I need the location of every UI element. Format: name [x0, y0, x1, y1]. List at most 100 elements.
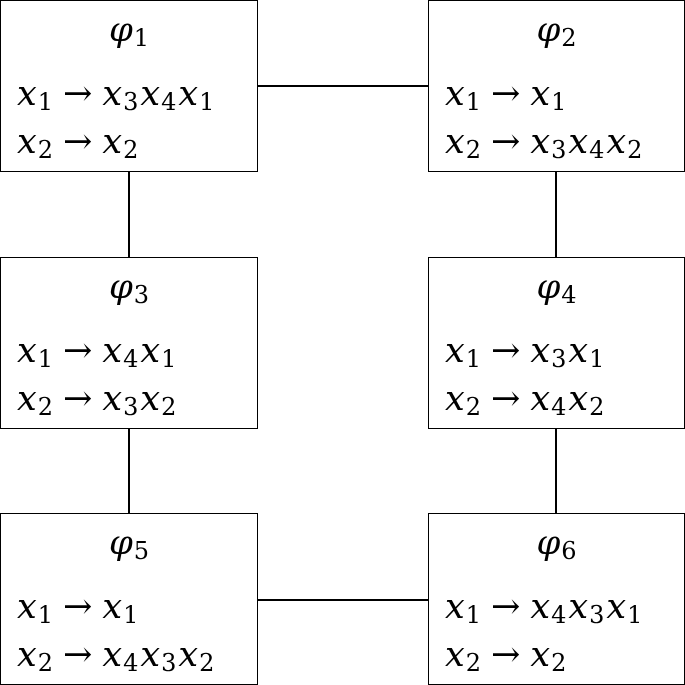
variable-subscript: 2 [465, 393, 482, 422]
variable-letter: x [530, 122, 551, 162]
variable-subscript: 1 [551, 88, 567, 117]
variable: x1 [568, 331, 606, 374]
arrow-icon: → [491, 587, 521, 627]
edge-phi2-phi4 [555, 171, 557, 258]
variable: x1 [445, 74, 483, 115]
variable: x2 [606, 122, 644, 163]
variable-letter: x [445, 587, 465, 627]
variable-subscript: 1 [123, 601, 139, 630]
variable-letter: x [445, 635, 465, 675]
node-title: φ3 [1, 270, 257, 307]
variable-letter: x [140, 331, 161, 371]
variable: x2 [102, 122, 140, 165]
variable: x1 [606, 587, 644, 628]
variable-letter: x [17, 635, 37, 675]
variable-subscript: 1 [37, 345, 54, 374]
node-title: φ1 [1, 13, 257, 50]
arrow-icon: → [63, 122, 93, 162]
variable: x2 [445, 122, 483, 165]
variable-letter: x [102, 635, 123, 675]
arrow-icon: → [491, 635, 521, 675]
variable-subscript: 4 [123, 649, 139, 678]
phi-index: 4 [561, 281, 577, 310]
variable: x4 [102, 331, 140, 372]
substitution-rule: x1→x3x4x1 [17, 74, 216, 117]
variable-subscript: 3 [161, 649, 177, 678]
variable: x2 [17, 635, 55, 678]
variable: x2 [445, 635, 483, 678]
variable-letter: x [445, 379, 465, 419]
variable: x2 [568, 379, 606, 422]
variable-subscript: 1 [199, 88, 215, 117]
variable: x2 [17, 379, 55, 422]
variable-subscript: 3 [123, 393, 139, 422]
variable-letter: x [140, 635, 161, 675]
phi-index: 1 [133, 24, 150, 53]
substitution-rule: x2→x3x2 [17, 379, 178, 422]
variable-subscript: 3 [589, 601, 605, 630]
edge-phi1-phi2 [257, 85, 429, 87]
substitution-rule: x2→x4x3x2 [17, 635, 216, 678]
variable-subscript: 1 [465, 601, 482, 630]
variable-letter: x [568, 122, 589, 162]
substitution-rule: x1→x3x1 [445, 331, 606, 374]
variable: x4 [140, 74, 178, 115]
variable: x1 [102, 587, 140, 630]
variable: x1 [17, 74, 55, 115]
variable-letter: x [102, 587, 123, 627]
variable: x2 [140, 379, 178, 422]
variable-subscript: 2 [465, 136, 482, 165]
phi-symbol: φ [536, 267, 561, 307]
arrow-icon: → [63, 635, 93, 675]
arrow-icon: → [63, 74, 93, 114]
substitution-rule: x2→x2 [445, 635, 568, 678]
phi-symbol: φ [536, 523, 561, 563]
phi-symbol: φ [108, 523, 133, 563]
variable-letter: x [102, 331, 123, 371]
variable: x4 [530, 379, 568, 420]
arrow-icon: → [63, 587, 93, 627]
variable: x1 [140, 331, 178, 372]
variable: x1 [445, 331, 483, 372]
variable-subscript: 2 [465, 649, 482, 678]
variable-subscript: 2 [37, 136, 54, 165]
variable: x1 [445, 587, 483, 630]
variable-letter: x [178, 635, 199, 675]
variable: x1 [178, 74, 216, 117]
edge-phi1-phi3 [128, 171, 130, 258]
arrow-icon: → [63, 331, 93, 371]
variable-subscript: 2 [37, 393, 54, 422]
variable: x3 [530, 331, 568, 372]
variable-letter: x [140, 74, 161, 114]
variable: x2 [530, 635, 568, 676]
variable-letter: x [530, 635, 551, 675]
variable-subscript: 1 [589, 345, 605, 374]
variable: x2 [178, 635, 216, 676]
variable-letter: x [102, 74, 123, 114]
variable: x3 [140, 635, 178, 678]
node-title: φ6 [429, 526, 684, 563]
variable-letter: x [530, 379, 551, 419]
variable-subscript: 2 [37, 649, 54, 678]
variable-subscript: 2 [161, 393, 177, 422]
variable-subscript: 4 [551, 601, 567, 630]
variable: x2 [17, 122, 55, 165]
variable-letter: x [530, 587, 551, 627]
variable-subscript: 2 [589, 393, 605, 422]
variable-letter: x [606, 122, 627, 162]
variable-subscript: 3 [551, 136, 567, 165]
variable-letter: x [17, 122, 37, 162]
variable-letter: x [102, 122, 123, 162]
arrow-icon: → [491, 331, 521, 371]
phi-symbol: φ [108, 10, 133, 50]
variable: x1 [530, 74, 568, 117]
variable: x4 [530, 587, 568, 630]
variable-letter: x [445, 331, 465, 371]
variable-letter: x [17, 74, 37, 114]
arrow-icon: → [491, 122, 521, 162]
variable-subscript: 2 [123, 136, 139, 165]
variable-letter: x [178, 74, 199, 114]
